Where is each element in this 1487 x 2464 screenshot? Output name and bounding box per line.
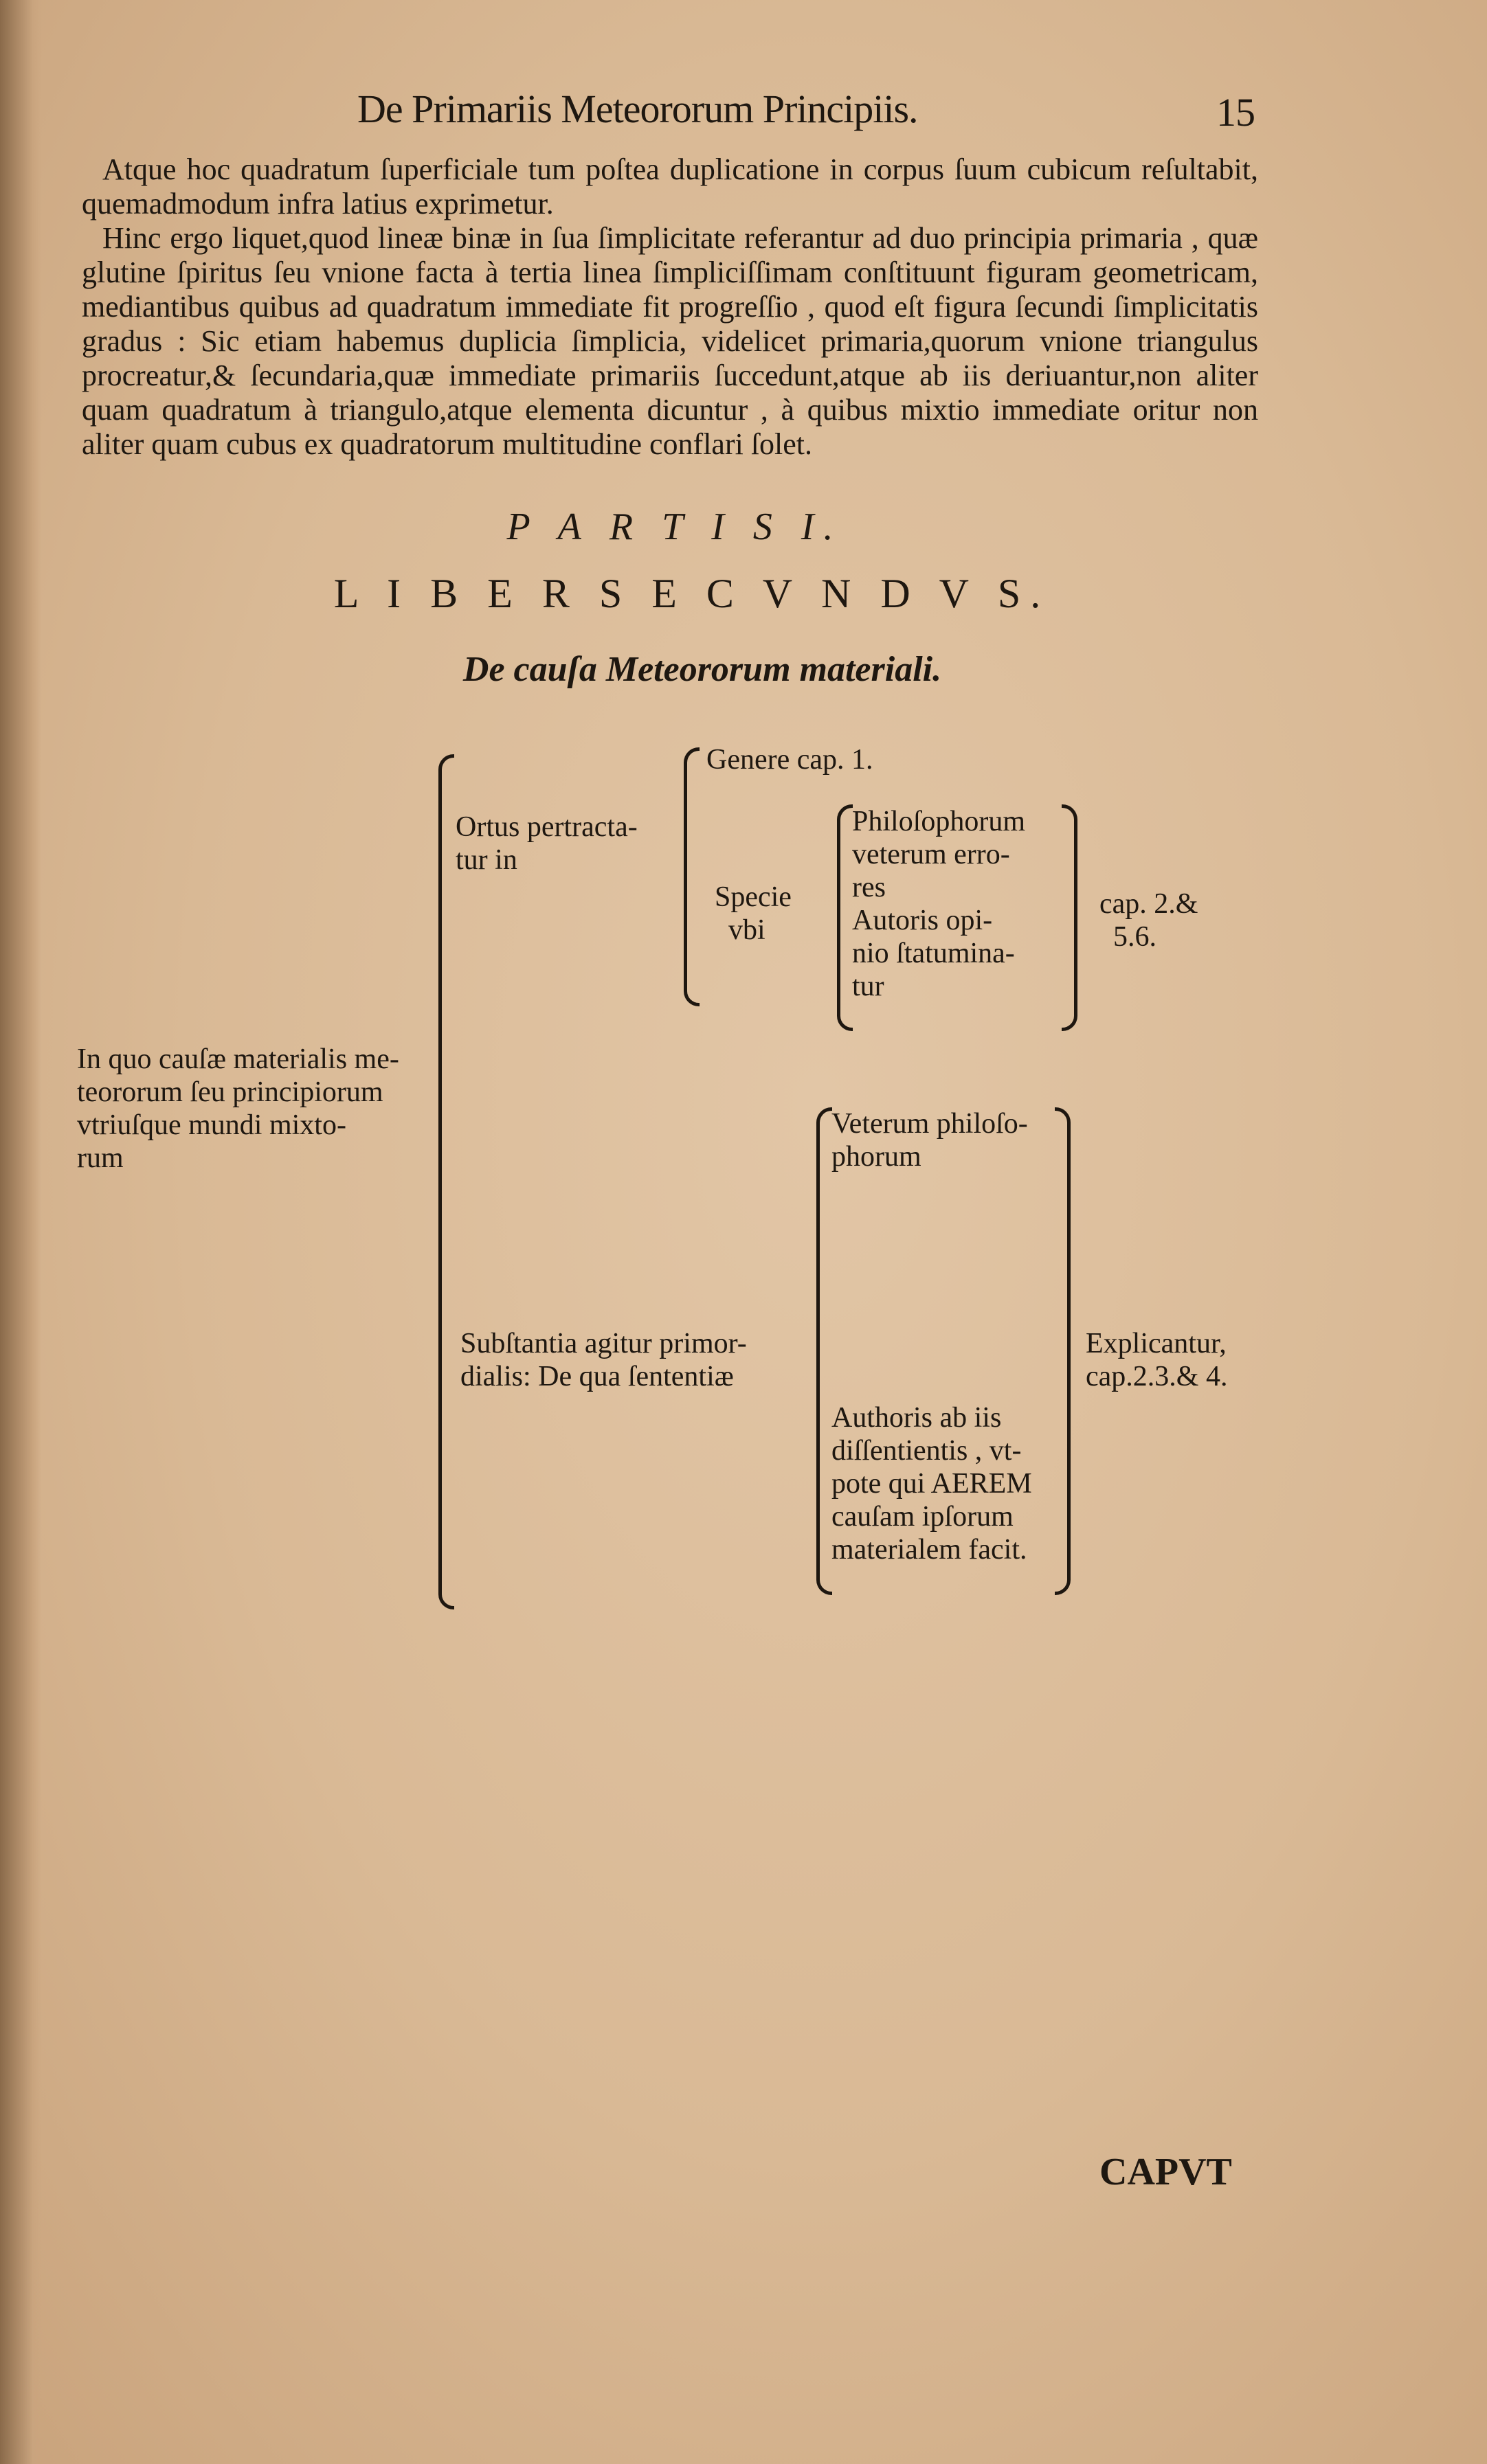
line: res bbox=[852, 872, 886, 903]
specie-items: Philoſophorum veterum erro- res Autoris … bbox=[852, 805, 1058, 1003]
line: Explicantur, bbox=[1086, 1328, 1227, 1359]
substantia-brace bbox=[816, 1107, 832, 1595]
ortus-label: Ortus pertracta- tur in bbox=[456, 811, 638, 877]
authoris-label: Authoris ab iis diſſentientis , vt- pote… bbox=[831, 1401, 1032, 1566]
substantia-label: Subſtantia agitur primor- dialis: De qua… bbox=[460, 1327, 747, 1393]
paragraph: Hinc ergo liquet,quod lineæ binæ in ſua … bbox=[82, 221, 1258, 461]
line: cauſam ipſorum bbox=[831, 1501, 1014, 1533]
paragraph: Atque hoc quadratum ſuperficiale tum poſ… bbox=[82, 152, 1258, 221]
line: Veterum philoſo- bbox=[831, 1108, 1028, 1140]
catchword: CAPVT bbox=[1099, 2151, 1232, 2193]
running-title: De Primariis Meteororum Principiis. bbox=[357, 87, 919, 131]
line: Ortus pertracta- bbox=[456, 811, 638, 843]
line: diſſentientis , vt- bbox=[831, 1435, 1022, 1467]
line: In quo cauſæ materialis me- bbox=[77, 1043, 399, 1075]
line: tur in bbox=[456, 844, 517, 876]
substantia-close-brace bbox=[1055, 1107, 1071, 1595]
line: teororum ſeu principiorum bbox=[77, 1076, 383, 1108]
explicantur-label: Explicantur, cap.2.3.& 4. bbox=[1086, 1327, 1227, 1393]
line: tur bbox=[852, 971, 884, 1002]
line: phorum bbox=[831, 1141, 921, 1173]
line: cap.2.3.& 4. bbox=[1086, 1361, 1228, 1392]
line: 5.6. bbox=[1113, 921, 1156, 953]
line: materialem facit. bbox=[831, 1534, 1027, 1566]
line: nio ſtatumina- bbox=[852, 938, 1015, 969]
ortus-brace bbox=[684, 747, 700, 1006]
line: vbi bbox=[728, 914, 765, 946]
line: dialis: De qua ſententiæ bbox=[460, 1361, 734, 1392]
line: Specie bbox=[715, 881, 792, 913]
part-heading: P A R T I S I. bbox=[506, 506, 843, 548]
line: veterum erro- bbox=[852, 839, 1010, 870]
specie-reference: cap. 2.& 5.6. bbox=[1099, 888, 1198, 953]
main-brace bbox=[438, 754, 454, 1609]
line: vtriuſque mundi mixto- bbox=[77, 1109, 346, 1141]
line: Autoris opi- bbox=[852, 905, 993, 936]
specie-close-brace bbox=[1062, 804, 1077, 1031]
line: rum bbox=[77, 1142, 124, 1174]
line: Philoſophorum bbox=[852, 806, 1026, 837]
root-label: In quo cauſæ materialis me- teororum ſeu… bbox=[77, 1043, 434, 1175]
page-number: 15 bbox=[1216, 90, 1255, 135]
page-edge bbox=[0, 0, 41, 2464]
line: cap. 2.& bbox=[1099, 888, 1198, 920]
line: Authoris ab iis bbox=[831, 1402, 1002, 1434]
body-text: Atque hoc quadratum ſuperficiale tum poſ… bbox=[82, 152, 1258, 462]
specie-brace bbox=[837, 804, 853, 1031]
book-heading: L I B E R S E C V N D V S. bbox=[333, 571, 1051, 616]
chapter-subtitle: De cauſa Meteororum materiali. bbox=[462, 650, 942, 689]
genere-label: Genere cap. 1. bbox=[706, 744, 873, 776]
line: pote qui AEREM bbox=[831, 1468, 1032, 1500]
line: Subſtantia agitur primor- bbox=[460, 1328, 747, 1359]
specie-label: Specie vbi bbox=[715, 881, 792, 947]
veterum-label: Veterum philoſo- phorum bbox=[831, 1107, 1028, 1173]
